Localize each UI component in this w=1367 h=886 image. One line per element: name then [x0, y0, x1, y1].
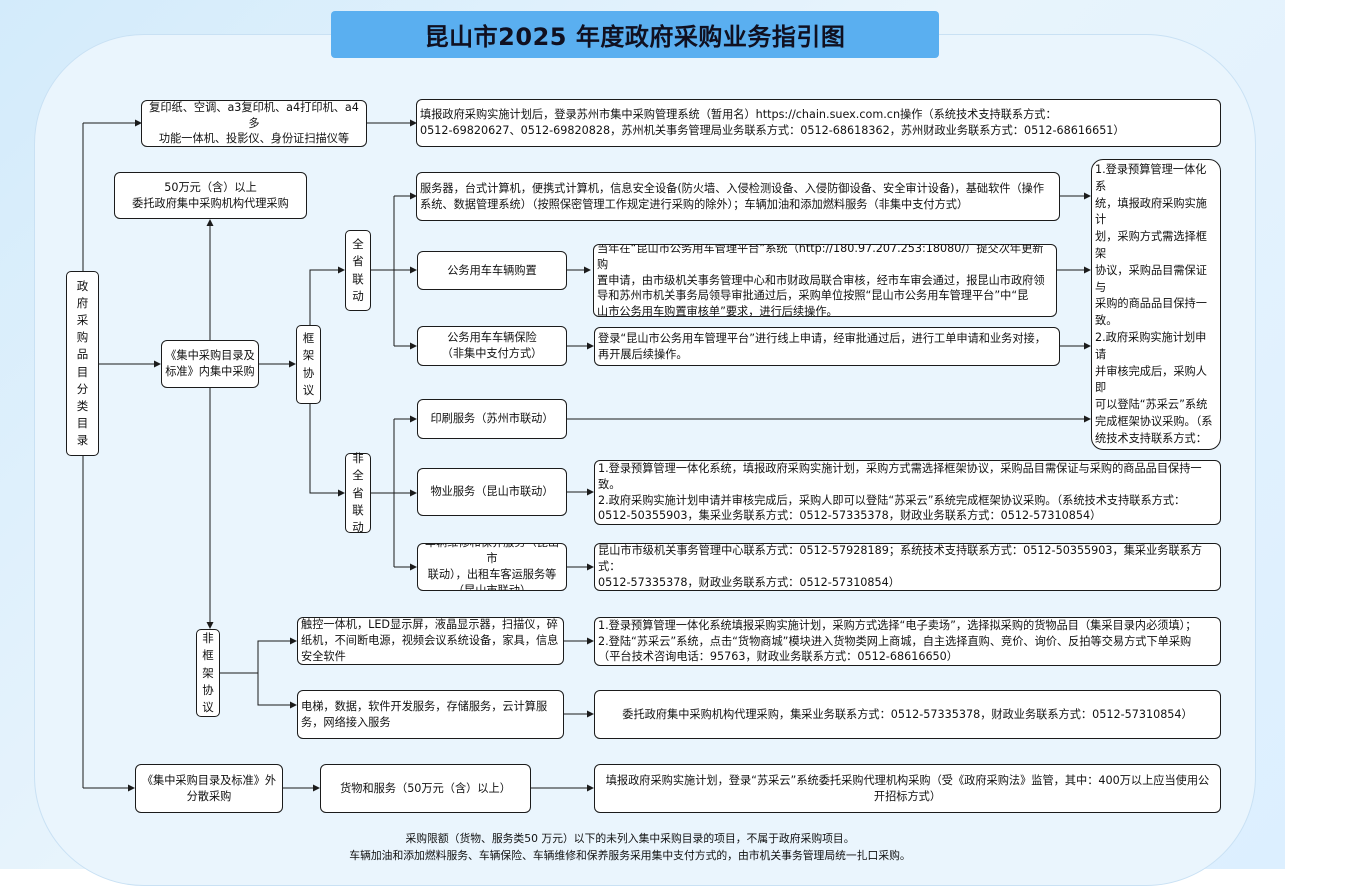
top-items-box: 复印纸、空调、a3复印机、a4打印机、a4多 功能一体机、投影仪、身份证扫描仪等	[141, 100, 367, 147]
above50-box: 50万元（含）以上 委托政府集中采购机构代理采购	[114, 172, 307, 219]
printing-box: 印刷服务（苏州市联动）	[417, 399, 567, 439]
non-province-box: 非 全 省 联 动	[345, 451, 371, 534]
elevator-services-detail-box: 委托政府集中采购机构代理采购，集采业务联系方式：0512-57335378，财政…	[594, 690, 1221, 739]
page-title: 昆山市2025 年度政府采购业务指引图	[331, 11, 939, 58]
outside-catalog-box: 《集中采购目录及标准》外 分散采购	[135, 764, 283, 813]
non-framework-box: 非 框 架 协 议	[196, 629, 220, 717]
top-items-detail-box: 填报政府采购实施计划后，登录苏州市集中采购管理系统（暂用名）https://ch…	[416, 99, 1221, 147]
root-category-box: 政 府 采 购 品 目 分 类 目 录	[66, 271, 99, 456]
vehicle-repair-box: 车辆维修和保养服务（昆山市 联动），出租车客运服务等 （昆山市联动）	[417, 543, 567, 591]
vehicle-purchase-box: 公务用车车辆购置	[417, 251, 567, 290]
property-detail-box: 1.登录预算管理一体化系统，填报政府采购实施计划，采购方式需选择框架协议，采购品…	[594, 460, 1221, 525]
vehicle-insurance-box: 公务用车车辆保险 （非集中支付方式）	[417, 326, 567, 366]
province-box: 全 省 联 动	[345, 230, 371, 311]
vehicle-insurance-detail-box: 登录“昆山市公务用车管理平台”进行线上申请，经审批通过后，进行工单申请和业务对接…	[594, 327, 1060, 366]
goods-services-box: 货物和服务（50万元（含）以上）	[320, 764, 531, 813]
touch-devices-box: 触控一体机，LED显示屏，液晶显示器，扫描仪，碎 纸机，不间断电源，视频会议系统…	[297, 617, 564, 665]
touch-devices-detail-box: 1.登录预算管理一体化系统填报采购实施计划，采购方式选择“电子卖场”，选择拟采购…	[594, 617, 1221, 666]
elevator-services-box: 电梯，数据，软件开发服务，存储服务，云计算服 务，网络接入服务	[297, 690, 564, 739]
vehicle-repair-detail-box: 昆山市市级机关事务管理中心联系方式：0512-57928189；系统技术支持联系…	[594, 543, 1221, 591]
footer-note-1: 采购限额（货物、服务类50 万元）以下的未列入集中采购目录的项目，不属于政府采购…	[405, 832, 855, 845]
framework-box: 框 架 协 议	[296, 325, 321, 404]
footer-note-2: 车辆加油和添加燃料服务、车辆保险、车辆维修和保养服务采用集中支付方式的，由市机关…	[349, 849, 911, 862]
framework-instructions-panel: 1.登录预算管理一体化系 统，填报政府采购实施计 划，采购方式需选择框架 协议，…	[1091, 159, 1221, 450]
goods-services-detail-box: 填报政府采购实施计划，登录“苏采云”系统委托采购代理机构采购（受《政府采购法》监…	[594, 764, 1221, 813]
vehicle-purchase-detail-box: 当年在“昆山市公务用车管理平台”系统（http://180.97.207.253…	[593, 244, 1057, 317]
property-box: 物业服务（昆山市联动）	[417, 468, 567, 516]
catalog-box: 《集中采购目录及 标准》内集中采购	[161, 340, 259, 388]
servers-box: 服务器，台式计算机，便携式计算机，信息安全设备(防火墙、入侵检测设备、入侵防御设…	[416, 172, 1060, 221]
